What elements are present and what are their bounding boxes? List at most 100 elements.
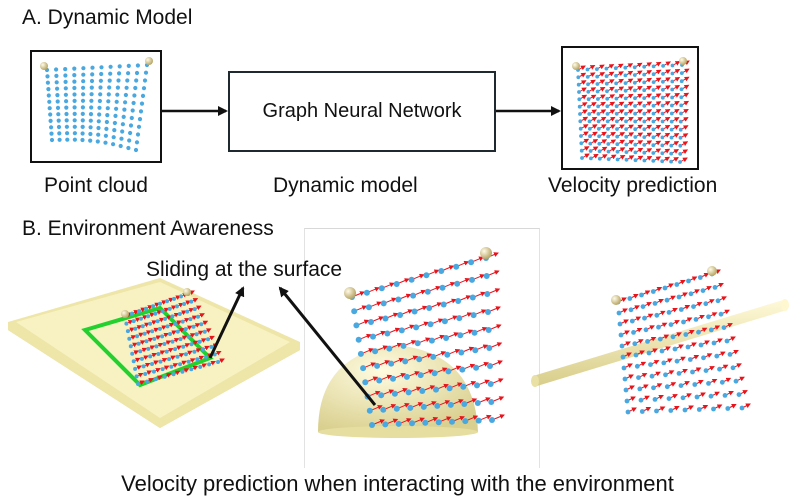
cloth-point <box>669 143 674 148</box>
cloth-point <box>64 105 69 110</box>
cloth-point <box>413 324 420 331</box>
cloth-point <box>186 359 191 364</box>
cloth-point <box>97 112 102 117</box>
cloth-point <box>736 392 742 397</box>
cloth-point <box>133 326 138 331</box>
cloth-point <box>162 342 167 346</box>
cloth-point <box>646 350 652 356</box>
cloth-point <box>72 79 77 84</box>
cloth-point <box>173 347 177 352</box>
cloth-point <box>643 327 649 333</box>
cloth-point <box>64 111 69 117</box>
cloth-point <box>104 119 109 125</box>
cloth-point <box>682 407 688 413</box>
cloth-point <box>651 385 656 391</box>
cloth-point <box>668 408 674 413</box>
cloth-point <box>80 131 85 136</box>
cloth-point <box>711 340 717 346</box>
cloth-point <box>49 137 55 143</box>
cloth-point <box>605 119 610 124</box>
cloth-point <box>701 355 706 361</box>
cloth-point <box>730 365 736 371</box>
cloth-point <box>669 119 674 124</box>
cloth-point <box>380 300 387 307</box>
cloth-point <box>178 337 183 342</box>
cloth-point <box>124 85 129 90</box>
cloth-point <box>105 106 110 111</box>
cloth-point <box>456 315 463 322</box>
cloth-point <box>138 109 144 114</box>
cloth-point <box>148 354 153 359</box>
cloth-point <box>708 393 714 399</box>
cloth-point <box>409 420 415 427</box>
cloth-point <box>180 369 185 374</box>
cloth-point <box>395 296 402 303</box>
handle-ball <box>344 287 356 299</box>
annotation-arrow-dome <box>278 286 377 406</box>
cloth-point <box>449 418 455 425</box>
cloth-point <box>706 381 711 386</box>
cloth-point <box>636 375 641 380</box>
cloth-point <box>118 143 123 149</box>
cloth-point <box>151 369 156 374</box>
cloth-point <box>181 344 186 349</box>
cloth-point <box>88 112 94 117</box>
cloth-point <box>106 99 111 104</box>
cloth-point <box>678 119 683 124</box>
cloth-point <box>89 78 95 84</box>
cloth-point <box>628 307 634 313</box>
cloth-point <box>135 63 140 68</box>
cloth-point <box>624 150 629 155</box>
cloth-point <box>123 100 128 105</box>
cloth-point <box>114 99 119 104</box>
cloth-point <box>454 280 461 287</box>
cloth-point <box>72 66 77 71</box>
cloth-point <box>143 372 148 376</box>
cloth-point <box>660 103 665 108</box>
cloth-point <box>411 308 418 315</box>
cloth-point <box>596 126 601 131</box>
cloth-point <box>652 301 658 306</box>
cloth-point <box>690 369 695 375</box>
cloth-point <box>619 343 625 349</box>
cloth-point <box>148 321 153 326</box>
cloth-point <box>441 318 448 325</box>
cloth-point <box>81 79 86 84</box>
cloth-point <box>625 409 631 415</box>
cloth-point <box>633 111 637 116</box>
cloth-point <box>661 72 665 76</box>
cloth-point <box>678 307 684 312</box>
cloth-point <box>615 149 620 154</box>
cloth-point <box>633 150 638 155</box>
cloth-point <box>660 119 665 124</box>
cloth-point <box>642 158 647 163</box>
cloth-point <box>89 85 94 90</box>
cloth-point <box>131 359 136 364</box>
cloth-point <box>183 352 188 357</box>
cloth-point <box>703 301 709 307</box>
cloth-point <box>126 71 131 76</box>
cloth-point <box>470 312 477 319</box>
cloth-on-plate <box>123 290 225 386</box>
cloth-point <box>196 314 200 319</box>
cloth-point <box>662 285 668 291</box>
cloth-point <box>374 362 381 369</box>
cloth-point <box>54 67 59 72</box>
cloth-point <box>670 95 674 100</box>
cloth-point <box>80 118 85 123</box>
cloth-point <box>72 92 77 97</box>
cloth-point <box>72 118 77 123</box>
cloth-point <box>627 296 633 301</box>
cloth-point <box>660 159 665 164</box>
cloth-point <box>587 112 592 116</box>
cloth-point <box>388 360 395 367</box>
cloth-point <box>642 64 647 69</box>
cloth-point <box>355 336 362 343</box>
cloth-point <box>679 71 684 75</box>
cloth-point <box>623 88 628 93</box>
cloth-point <box>126 145 131 151</box>
cloth-point <box>150 362 154 366</box>
cloth-point <box>614 89 619 93</box>
cloth-point <box>400 342 407 349</box>
cloth-point <box>90 72 95 77</box>
